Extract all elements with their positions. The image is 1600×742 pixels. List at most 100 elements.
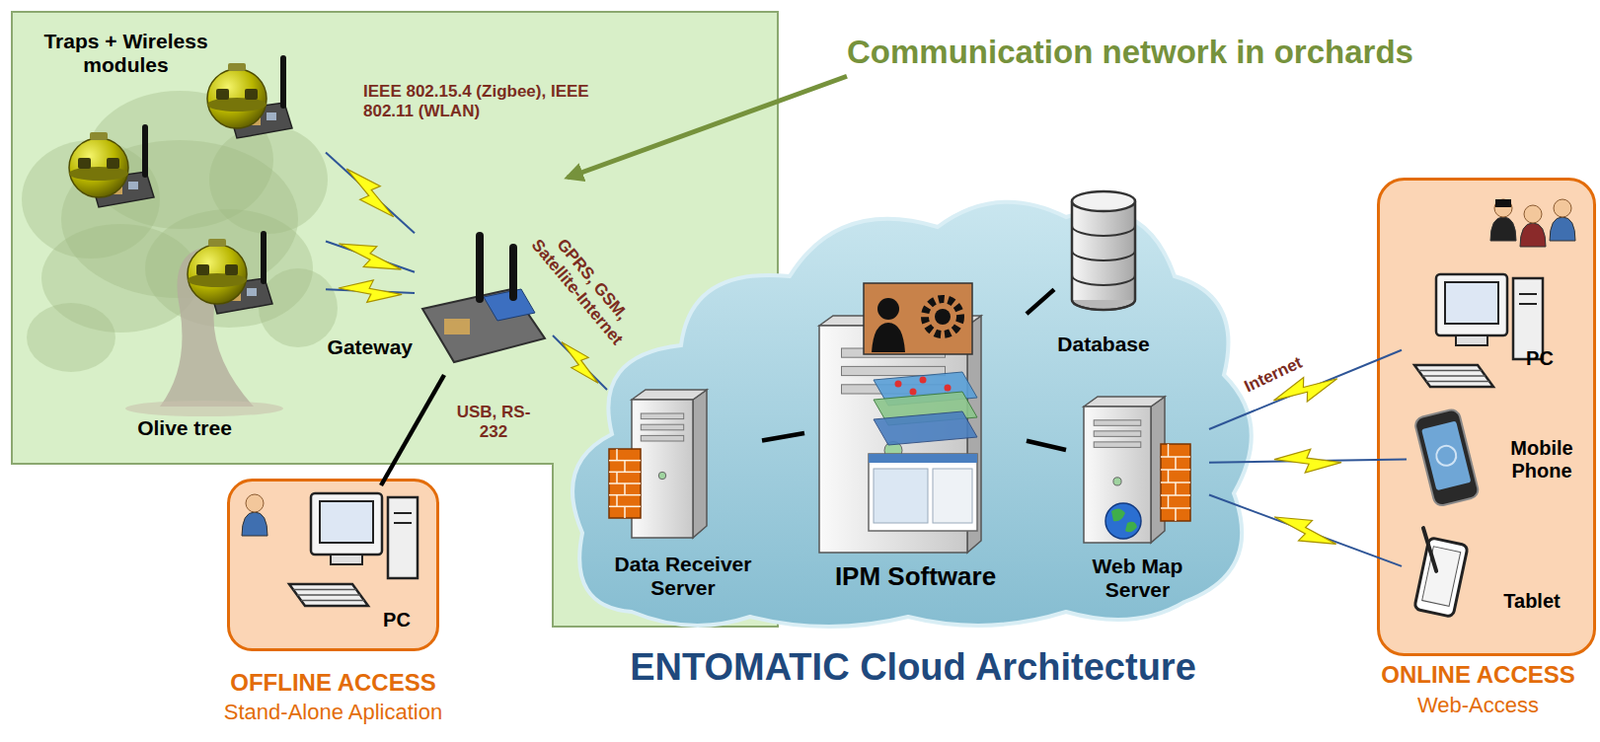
drive-bay: [1093, 442, 1142, 449]
map-point: [944, 384, 952, 392]
chip: [128, 181, 139, 190]
node-illustration: [289, 493, 418, 607]
lightning-bolt: [1269, 508, 1341, 554]
database-ring: [1071, 226, 1136, 236]
brick-line: [1174, 482, 1177, 496]
text-holder: Gateway: [323, 335, 413, 360]
phone-body: [1413, 408, 1480, 508]
monitor: [310, 493, 382, 555]
monitor: [1436, 274, 1508, 336]
drive-bay: [640, 413, 684, 420]
keyboard: [289, 584, 369, 607]
link-label-holder: Internet: [1228, 347, 1318, 403]
link-label: USB, RS-232: [454, 402, 534, 442]
brick-line: [615, 471, 618, 484]
drive-bay: [841, 366, 946, 376]
tablet-box: Tablet: [1401, 533, 1580, 627]
drive-slot: [1519, 303, 1537, 305]
node-label: Stand-Alone Aplication: [187, 699, 479, 725]
node-illustration: [609, 389, 707, 538]
brick-line: [623, 506, 626, 519]
text-holder: IPM Software: [804, 562, 1027, 593]
map-layer: [873, 411, 978, 446]
map-point: [919, 377, 927, 384]
trap-group: Traps + Wireless modules: [29, 27, 326, 326]
brick-line: [615, 449, 618, 461]
trap-group-drawing: [29, 27, 326, 326]
database-ring: [1071, 250, 1136, 261]
text-holder: ENTOMATIC Cloud Architecture: [567, 646, 1259, 690]
trap-window: [196, 264, 210, 276]
trap-band: [207, 97, 267, 112]
node-label: Web-Access: [1362, 692, 1595, 718]
person-head: [1523, 205, 1542, 224]
phone-screen: [1421, 420, 1471, 491]
brick-line: [623, 460, 626, 473]
drive-slot: [393, 512, 412, 515]
firewall: [609, 449, 641, 519]
trap-window: [244, 88, 258, 100]
phone-box: Mobile Phone: [1406, 404, 1590, 519]
person-body: [241, 512, 268, 536]
screen: [1445, 282, 1499, 324]
database-top: [1071, 191, 1136, 212]
node-label: Gateway: [323, 335, 413, 360]
text-holder: Traps + Wireless modules: [29, 29, 223, 77]
person-body: [1549, 217, 1576, 241]
node-label: Communication network in orchards: [846, 33, 1538, 72]
trap-band: [187, 273, 247, 288]
pc-tower: [1513, 278, 1543, 360]
screen-pane: [932, 468, 973, 524]
trap-cap: [228, 63, 246, 72]
brick-line: [1174, 508, 1177, 522]
antenna: [475, 231, 484, 304]
trap-cap: [89, 132, 108, 141]
map-point: [910, 388, 917, 396]
tree-base: [125, 400, 284, 417]
node-label: PC: [1518, 347, 1562, 371]
antenna: [509, 243, 518, 302]
tree-canopy: [258, 268, 338, 348]
expert-panel: [863, 283, 973, 355]
tablet-box-drawing: [1401, 533, 1580, 627]
node-illustration: [1414, 274, 1543, 387]
node-label: Database: [1044, 332, 1163, 357]
trap-window: [77, 157, 91, 169]
globe-land: [1111, 508, 1138, 533]
node-illustration: [572, 202, 1252, 627]
text-holder: Mobile Phone: [1497, 437, 1587, 483]
antenna: [260, 230, 267, 285]
node-illustration: [422, 231, 545, 363]
trap-sphere: [69, 138, 129, 198]
cloud-outline: [572, 202, 1252, 627]
text-holder: Web-Access: [1362, 692, 1595, 718]
tablet: [1406, 528, 1470, 617]
node-illustration: [228, 480, 439, 651]
callout-text: Communication network in orchards: [846, 29, 1538, 79]
node-illustration: [1071, 191, 1136, 310]
node-label: PC: [375, 609, 419, 632]
mobile-phone: [1413, 408, 1480, 508]
pc-box-drawing: [1401, 266, 1565, 395]
text-holder: Tablet: [1492, 590, 1572, 613]
brick-line: [615, 495, 618, 508]
text-holder: PC: [375, 609, 419, 632]
cloud-shape: ENTOMATIC Cloud ArchitectureData Receive…: [567, 187, 1259, 622]
key-row: [293, 589, 357, 592]
text-holder: Stand-Alone Aplication: [187, 699, 479, 725]
brick-line: [1167, 469, 1170, 483]
trap-window: [216, 88, 229, 100]
drive-bay: [1093, 431, 1142, 438]
node-label: Tablet: [1492, 590, 1572, 613]
node-illustration: [1406, 528, 1470, 617]
tree-canopy: [26, 303, 116, 373]
gateway-board: [422, 289, 545, 363]
person-body: [1490, 217, 1517, 241]
database-fill: [1072, 201, 1135, 301]
node-label: ENTOMATIC Cloud Architecture: [567, 646, 1259, 690]
tower-top: [631, 389, 707, 400]
drive-bay: [640, 424, 684, 431]
trap-window: [225, 264, 238, 276]
server-box: Web Map Server: [1066, 394, 1210, 610]
link-label: IEEE 802.15.4 (Zigbee), IEEE 802.11 (WLA…: [363, 81, 591, 121]
